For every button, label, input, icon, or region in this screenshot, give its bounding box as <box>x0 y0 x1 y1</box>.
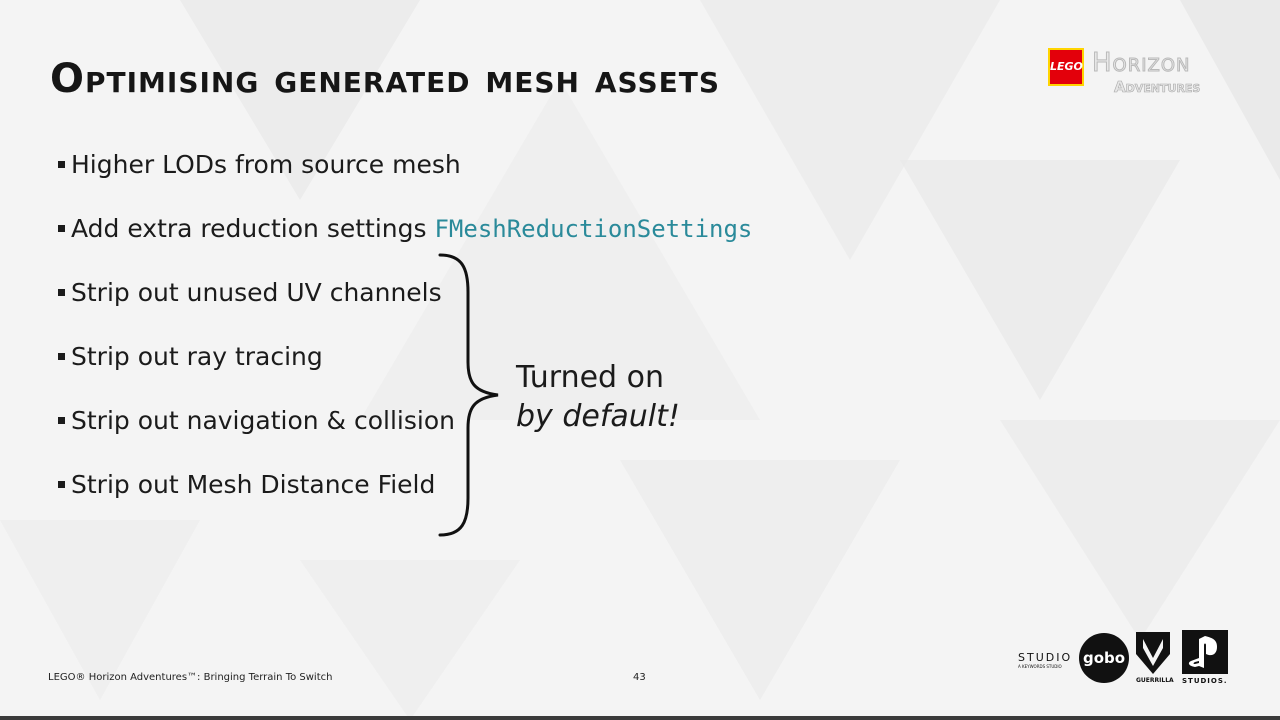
footer-title: LEGO® Horizon Adventures™: Bringing Terr… <box>48 672 333 683</box>
note-line-2: by default! <box>516 399 680 434</box>
studio-gobo-logo: gobo <box>1079 633 1129 683</box>
bullet-marker <box>58 224 65 232</box>
bullet-item: Strip out unused UV channels <box>58 278 442 307</box>
studios-label: STUDIOS. <box>1182 677 1228 685</box>
guerrilla-logo <box>1136 632 1170 674</box>
bullet-item: Add extra reduction settings FMeshReduct… <box>58 214 752 243</box>
note-line-1: Turned on <box>516 360 665 395</box>
bullet-item: Strip out Mesh Distance Field <box>58 470 435 499</box>
slide-title: Optimising generated mesh assets <box>50 56 721 102</box>
default-note: Turned on by default! <box>516 358 680 436</box>
bullet-marker <box>58 480 65 488</box>
bullet-marker <box>58 288 65 296</box>
bullet-marker <box>58 416 65 424</box>
guerrilla-label: GUERRILLA <box>1136 677 1174 684</box>
bullet-item: Higher LODs from source mesh <box>58 150 461 179</box>
bottom-bar <box>0 716 1280 720</box>
horizon-logo-subtitle: Adventures <box>1114 78 1201 97</box>
studio-gobo-sublabel: A KEYWORDS STUDIO <box>1018 664 1062 669</box>
code-identifier: FMeshReductionSettings <box>434 215 753 243</box>
bullet-item: Strip out navigation & collision <box>58 406 455 435</box>
playstation-studios-logo <box>1182 630 1228 674</box>
page-number: 43 <box>633 672 646 683</box>
horizon-logo-title: Horizon <box>1092 48 1191 79</box>
gobo-logo-text: gobo <box>1083 649 1125 667</box>
lego-logo: LEGO <box>1048 48 1084 86</box>
bullet-item: Strip out ray tracing <box>58 342 323 371</box>
bullet-marker <box>58 352 65 360</box>
bullet-marker <box>58 160 65 168</box>
curly-brace <box>438 253 499 537</box>
studio-gobo-label: STUDIO <box>1018 651 1073 664</box>
